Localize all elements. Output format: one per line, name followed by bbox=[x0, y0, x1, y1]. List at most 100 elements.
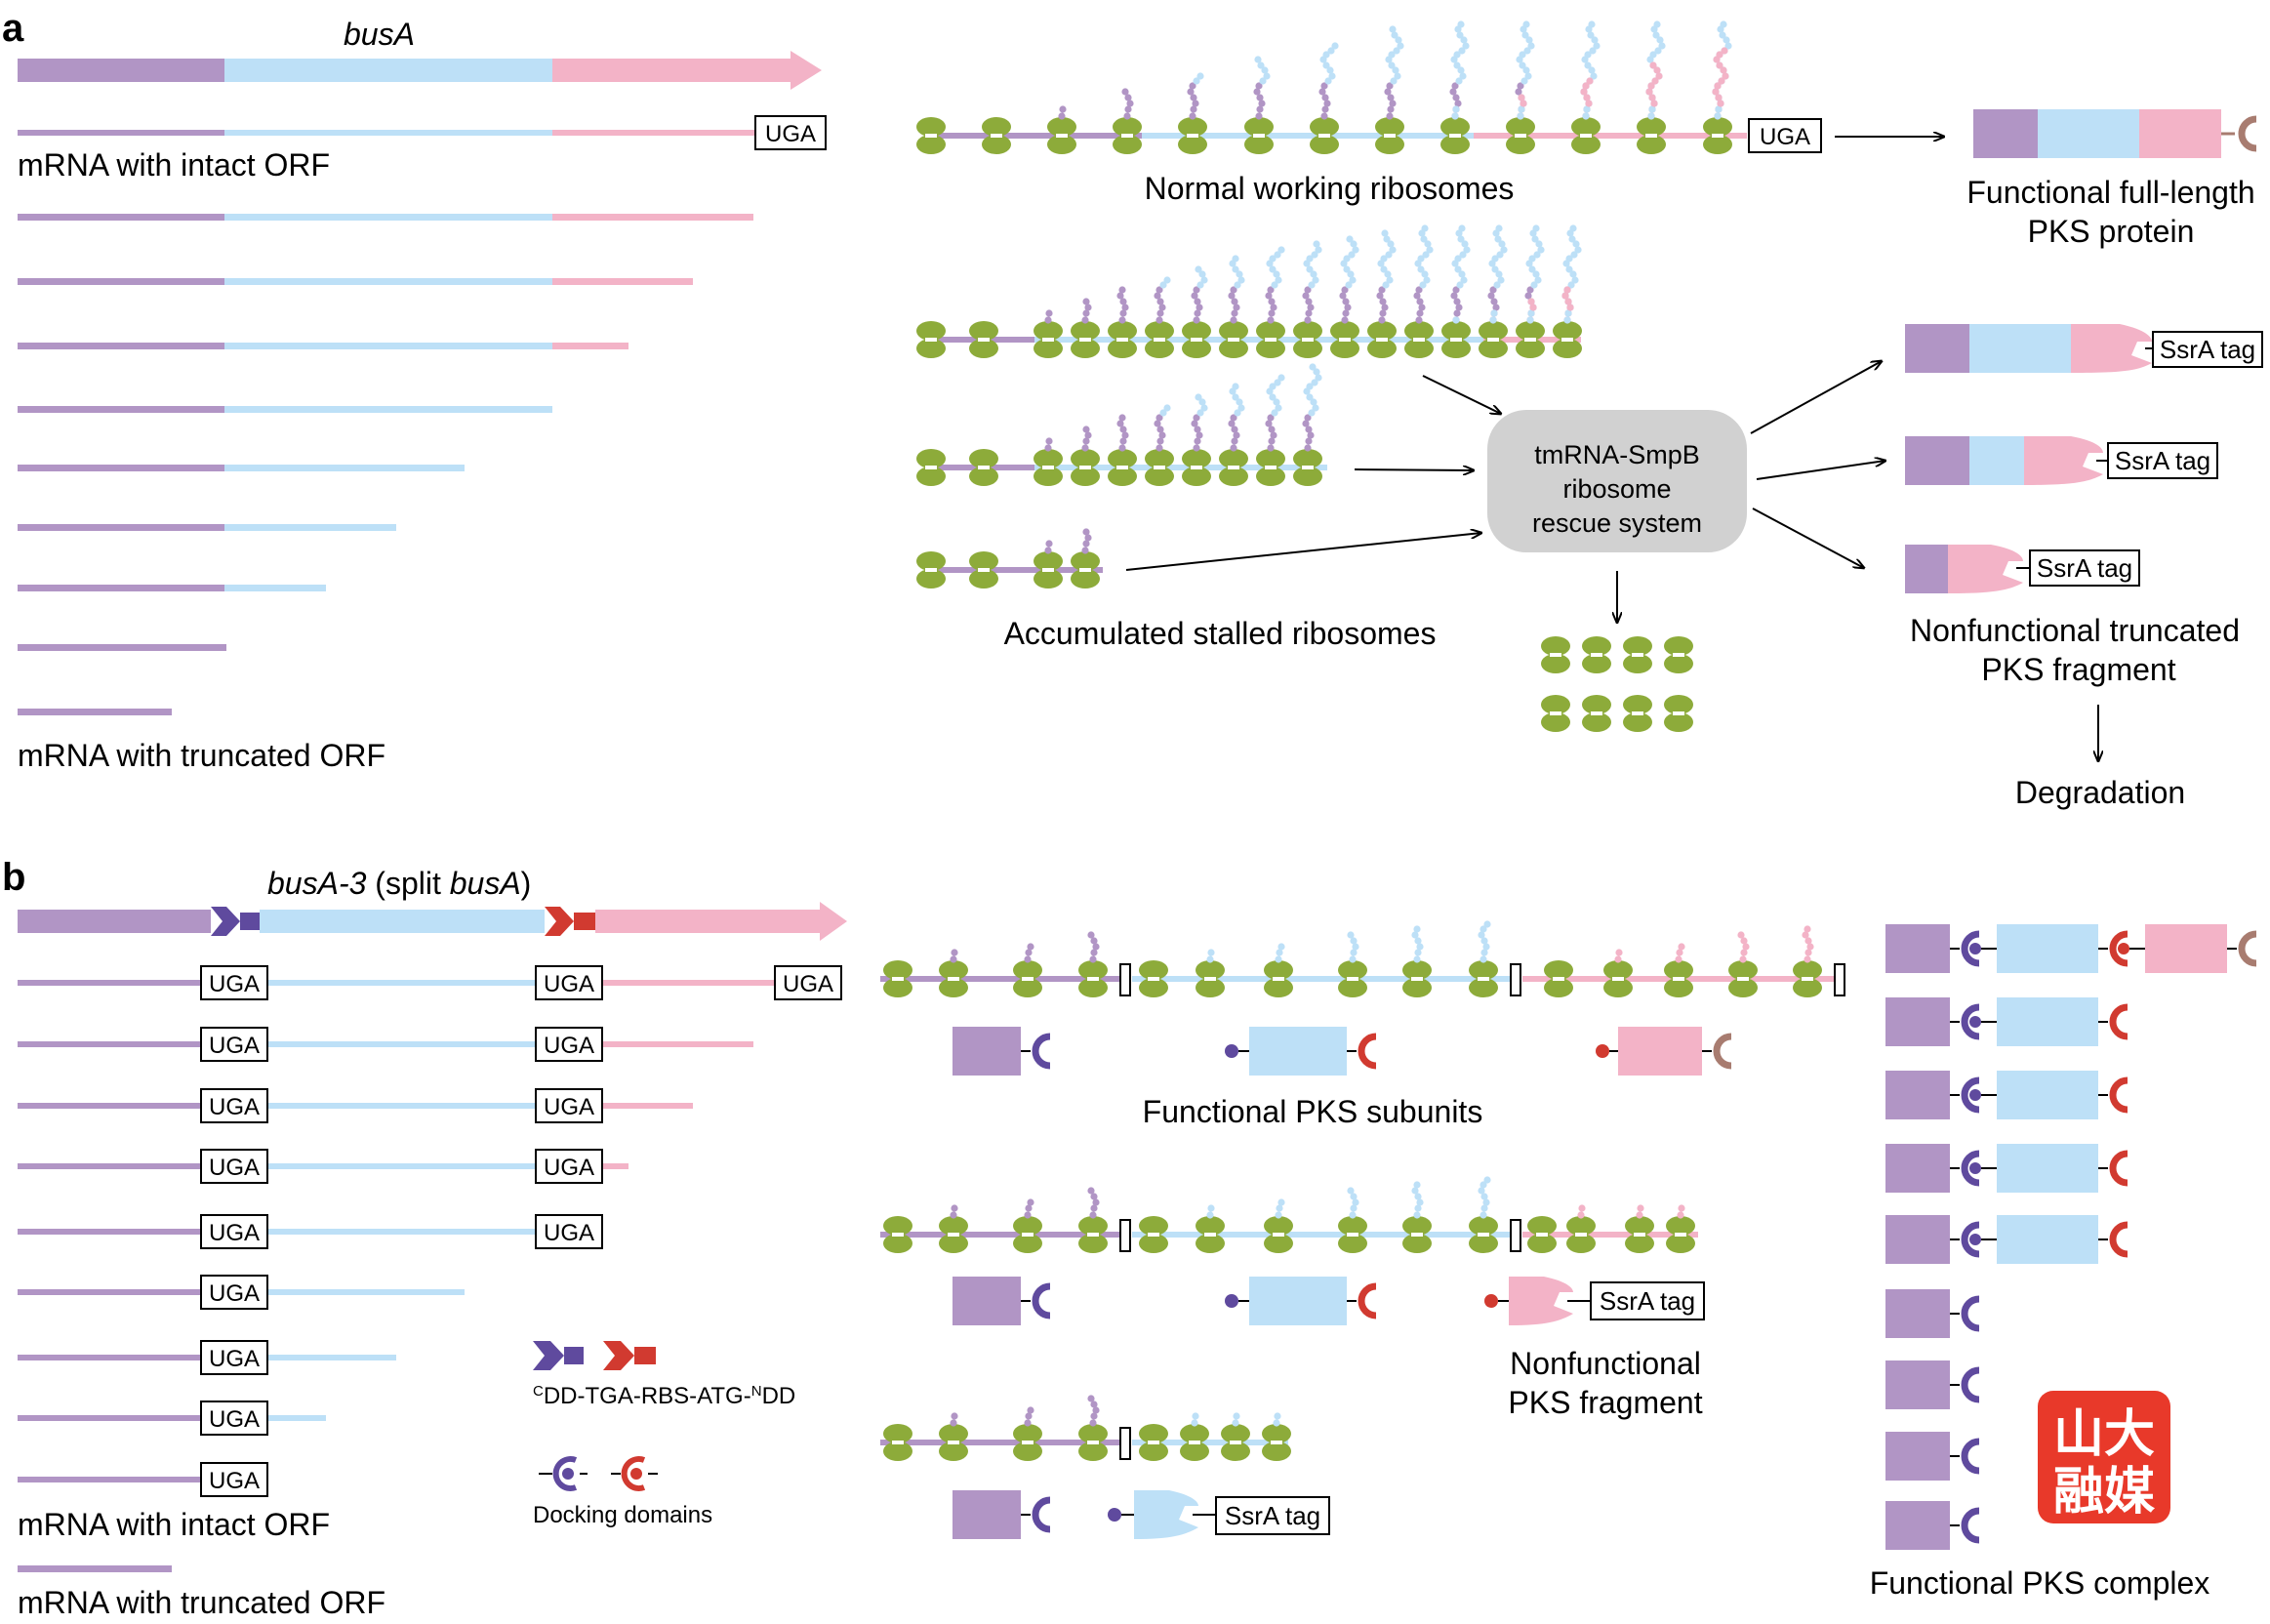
peptide-chain bbox=[1302, 240, 1322, 324]
truncated-mrna bbox=[18, 406, 552, 413]
peptide-chain bbox=[1450, 224, 1471, 324]
panel-a-letter: a bbox=[2, 7, 24, 50]
peptide-chain bbox=[1318, 42, 1339, 120]
stalled-mrna-3 bbox=[927, 567, 1103, 573]
svg-text:SsrA tag: SsrA tag bbox=[2037, 553, 2132, 583]
dd-legend-label: CDD-TGA-RBS-ATG-NDD bbox=[533, 1383, 795, 1410]
ribosome bbox=[1071, 449, 1100, 486]
b-row3-stop bbox=[1119, 1427, 1131, 1460]
peptide-chain bbox=[1191, 265, 1208, 324]
ribosome bbox=[1145, 449, 1174, 486]
svg-text:tmRNA-SmpB: tmRNA-SmpB bbox=[1534, 440, 1700, 469]
ribosome bbox=[1623, 636, 1652, 673]
peptide-chain bbox=[1376, 229, 1397, 324]
peptide-chain bbox=[1187, 72, 1204, 120]
docking-domain-icons bbox=[539, 1456, 658, 1491]
ribosome bbox=[1034, 449, 1063, 486]
peptide-chain bbox=[1232, 1412, 1240, 1427]
svg-text:UGA: UGA bbox=[1760, 124, 1810, 150]
ribosome bbox=[1034, 551, 1063, 589]
rescue-system-box: tmRNA-SmpB ribosome rescue system bbox=[1487, 410, 1747, 552]
ribosome bbox=[1196, 960, 1225, 997]
ribosome bbox=[883, 1216, 912, 1253]
peptide-chain bbox=[1347, 931, 1359, 963]
svg-text:UGA: UGA bbox=[209, 1346, 260, 1372]
functional-subunits-label: Functional PKS subunits bbox=[1143, 1094, 1483, 1129]
ribosome bbox=[1516, 321, 1545, 358]
split-mrna: UGA bbox=[18, 1401, 326, 1436]
ribosome bbox=[1703, 117, 1732, 154]
truncated-mrna bbox=[18, 465, 465, 471]
peptide-chain bbox=[1413, 224, 1434, 324]
ribosome bbox=[1404, 321, 1434, 358]
ribosome bbox=[939, 960, 968, 997]
busa3-gene-label: busA-3 (split busA) bbox=[267, 866, 531, 901]
b-row1-stops bbox=[1119, 963, 1845, 996]
peptide-chain bbox=[1044, 309, 1053, 324]
b-row2-stops bbox=[1119, 1219, 1521, 1252]
nonfunctional-fragment-label-1: Nonfunctional bbox=[1510, 1346, 1701, 1381]
ribosome bbox=[1623, 695, 1652, 732]
ribosome bbox=[1182, 449, 1211, 486]
peptide-chain bbox=[1206, 1204, 1215, 1219]
truncated-mrna bbox=[18, 524, 396, 531]
svg-text:UGA: UGA bbox=[209, 1406, 260, 1433]
ribosome bbox=[916, 551, 946, 589]
svg-text:UGA: UGA bbox=[544, 1094, 594, 1120]
ribosome bbox=[1221, 1424, 1250, 1461]
peptide-chain bbox=[1154, 404, 1171, 452]
svg-text:融媒: 融媒 bbox=[2053, 1463, 2156, 1522]
subunit-1-row2 bbox=[953, 1277, 1051, 1325]
stalled-ribosomes-label: Accumulated stalled ribosomes bbox=[1004, 616, 1437, 651]
peptide-chain bbox=[1081, 528, 1092, 554]
ribosome bbox=[1180, 1424, 1209, 1461]
ribosome bbox=[1469, 1216, 1498, 1253]
ribosome bbox=[1264, 960, 1293, 997]
nonfunctional-truncated-label-1: Nonfunctional truncated bbox=[1910, 613, 2240, 648]
busa3-gene-arrow bbox=[18, 902, 847, 941]
dd-legend-icons bbox=[533, 1341, 656, 1370]
svg-text:rescue system: rescue system bbox=[1532, 508, 1702, 538]
split-mrna: UGA bbox=[18, 1275, 465, 1310]
functional-complex-label: Functional PKS complex bbox=[1870, 1565, 2210, 1601]
svg-text:UGA: UGA bbox=[783, 971, 833, 997]
peptide-chain bbox=[1116, 286, 1129, 324]
peptide-chain bbox=[1154, 276, 1171, 324]
peptide-chain bbox=[1265, 246, 1285, 324]
ribosome bbox=[1338, 960, 1367, 997]
uga-box: UGA bbox=[200, 1462, 268, 1497]
peptide-chain bbox=[1802, 925, 1814, 963]
peptide-chain bbox=[1675, 943, 1685, 963]
pks-complex-assembly bbox=[1885, 1501, 1980, 1550]
peptide-chain bbox=[1515, 20, 1535, 120]
ribosome bbox=[1078, 960, 1108, 997]
truncated-orf-label-b: mRNA with truncated ORF bbox=[18, 1585, 385, 1620]
subunit-1-row3 bbox=[953, 1490, 1051, 1539]
ribosome bbox=[1256, 321, 1285, 358]
peptide-chain bbox=[1228, 255, 1245, 324]
ribosome bbox=[1013, 1424, 1042, 1461]
ribosome bbox=[1553, 321, 1582, 358]
ribosome bbox=[1625, 1216, 1654, 1253]
svg-text:UGA: UGA bbox=[209, 1155, 260, 1181]
svg-text:UGA: UGA bbox=[544, 1220, 594, 1246]
peptide-chain bbox=[1081, 426, 1092, 452]
pks-complex-assembly bbox=[1885, 924, 2257, 973]
tagged-fragment-3: SsrA tag bbox=[1905, 545, 2140, 593]
truncated-mrna bbox=[18, 214, 753, 221]
uga-box: UGA bbox=[535, 1149, 603, 1184]
peptide-chain bbox=[1253, 56, 1271, 120]
svg-text:UGA: UGA bbox=[209, 1033, 260, 1059]
ribosome bbox=[1582, 636, 1611, 673]
ribosome bbox=[939, 1216, 968, 1253]
svg-text:SsrA tag: SsrA tag bbox=[2115, 446, 2210, 475]
ribosome bbox=[1139, 1216, 1168, 1253]
uga-box-a-intact: UGA bbox=[754, 115, 827, 150]
ribosome bbox=[1566, 1216, 1596, 1253]
uga-box: UGA bbox=[535, 1214, 603, 1249]
stalled-ribosome-row-1 bbox=[916, 224, 1582, 358]
pks-complex-assembly bbox=[1885, 1289, 1980, 1338]
peptide-chain bbox=[1024, 1198, 1034, 1219]
uga-box: UGA bbox=[535, 1027, 603, 1062]
